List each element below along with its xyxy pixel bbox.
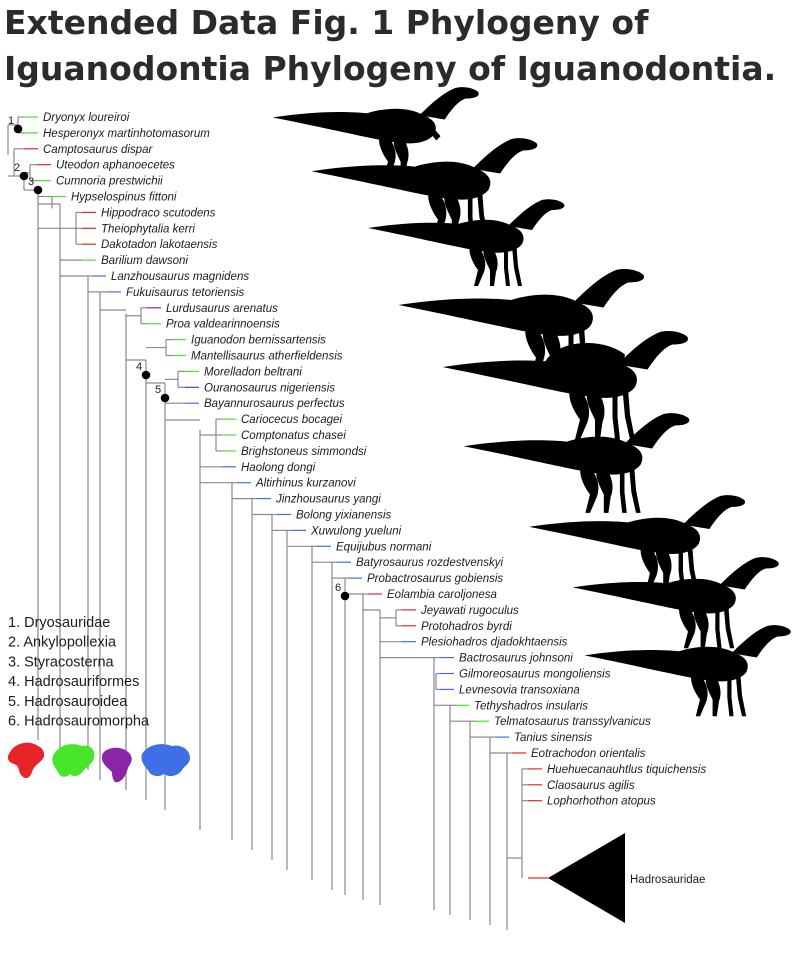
node-number: 1 (8, 115, 14, 127)
eolambia-silhouette-icon (572, 557, 779, 649)
taxon-label: Tethyshadros insularis (474, 700, 588, 712)
taxon-label: Telmatosaurus transsylvanicus (494, 716, 651, 728)
taxon-label: Claosaurus agilis (547, 780, 635, 792)
taxon-label: Lanzhousaurus magnidens (111, 271, 249, 283)
taxon-label: Proa valdearinnoensis (166, 319, 280, 331)
taxon-label: Altirhinus kurzanovi (255, 478, 356, 490)
legend-entry: 5. Hadrosauroidea (8, 694, 128, 710)
node-number: 4 (136, 361, 142, 373)
legend-entry: 6. Hadrosauromorpha (8, 714, 150, 730)
taxon-label: Cariocecus bocagei (241, 414, 342, 426)
node-number: 3 (28, 176, 34, 188)
legend-entry: 1. Dryosauridae (8, 615, 110, 631)
haolong-silhouette-icon (463, 413, 690, 513)
taxon-label: Bayannurosaurus perfectus (204, 398, 345, 410)
taxon-label: Cumnoria prestwichii (56, 176, 163, 188)
taxon-label: Eotrachodon orientalis (531, 748, 646, 760)
figure-title: Extended Data Fig. 1 Phylogeny of Iguano… (4, 3, 777, 88)
collapsed-clade: Hadrosauridae (528, 833, 705, 923)
taxon-label: Brighstoneus simmondsi (241, 446, 367, 458)
taxon-label: Equijubus normani (336, 541, 432, 553)
taxon-label: Protohadros byrdi (421, 621, 512, 633)
taxon-label: Bolong yixianensis (296, 510, 392, 522)
taxon-label: Iguanodon bernissartensis (191, 335, 326, 347)
taxon-label: Haolong dongi (241, 462, 316, 474)
taxon-label: Jinzhousaurus yangi (275, 494, 381, 506)
taxon-label: Plesiohadros djadokhtaensis (421, 637, 568, 649)
taxon-label: Morelladon beltrani (204, 366, 302, 378)
taxon-label: Camptosaurus dispar (43, 144, 153, 156)
taxon-label: Theiophytalia kerri (101, 223, 195, 235)
node-number: 6 (335, 582, 341, 594)
silhouettes (272, 87, 791, 717)
taxon-label: Lophorhothon atopus (547, 796, 656, 808)
hypselospinus-silhouette-icon (368, 199, 565, 286)
taxon-label: Lurdusaurus arenatus (166, 303, 278, 315)
node-number: 5 (155, 384, 161, 396)
dryosaur-silhouette-icon (272, 87, 479, 179)
north-america-icon (7, 742, 45, 779)
taxon-label: Hesperonyx martinhotomasorum (43, 128, 210, 140)
taxon-label: Comptonatus chasei (241, 430, 346, 442)
taxon-label: Uteodon aphanoecetes (56, 160, 175, 172)
taxon-label: Gilmoreosaurus mongoliensis (459, 669, 611, 681)
collapsed-clade-triangle (548, 833, 625, 923)
taxon-label: Fukuisaurus tetoriensis (126, 287, 244, 299)
taxon-label: Ouranosaurus nigeriensis (204, 382, 335, 394)
taxon-label: Probactrosaurus gobiensis (367, 573, 503, 585)
clade-label: Hadrosauridae (630, 874, 705, 886)
taxon-label: Batyrosaurus rozdestvenskyi (356, 557, 503, 569)
node-marker (160, 393, 170, 403)
taxon-label: Huehuecanauhtlus tiquichensis (547, 764, 706, 776)
asia-icon (141, 744, 190, 777)
node-marker (141, 370, 151, 380)
taxon-label: Eolambia caroljonesa (387, 589, 497, 601)
continent-legend (7, 742, 190, 783)
node-number: 2 (14, 162, 20, 174)
taxon-label: Levnesovia transoxiana (459, 684, 580, 696)
legend-entry: 4. Hadrosauriformes (8, 674, 139, 690)
node-marker (13, 124, 23, 134)
probactrosaurus-silhouette-icon (529, 495, 746, 591)
taxon-label: Bactrosaurus johnsoni (459, 653, 573, 665)
node-legend: 1. Dryosauridae 2. Ankylopollexia 3. Styra… (8, 615, 150, 730)
node-marker (19, 171, 29, 181)
europe-icon (52, 744, 95, 777)
taxon-label: Tanius sinensis (514, 732, 592, 744)
africa-icon (102, 747, 132, 783)
taxon-label: Barilium dawsoni (101, 255, 188, 267)
legend-entry: 3. Styracosterna (8, 654, 115, 670)
hadrosaur-silhouette-icon (584, 625, 791, 717)
tree-edges (7, 116, 528, 930)
taxon-label: Jeyawati rugoculus (420, 605, 519, 617)
taxon-label: Dakotadon lakotaensis (101, 239, 218, 251)
taxon-label: Dryonyx loureiroi (43, 112, 130, 124)
camptosaur-silhouette-icon (311, 138, 538, 238)
legend-entry: 2. Ankylopollexia (8, 635, 117, 651)
taxon-label: Xuwulong yueluni (310, 525, 402, 537)
node-marker (340, 591, 350, 601)
taxon-label: Mantellisaurus atherfieldensis (191, 351, 343, 363)
taxon-label: Hypselospinus fittoni (71, 192, 177, 204)
tip-branches (24, 116, 542, 802)
node-marker (33, 185, 43, 195)
taxon-label: Hippodraco scutodens (101, 207, 216, 219)
ouranosaurus-silhouette-icon (442, 331, 688, 440)
